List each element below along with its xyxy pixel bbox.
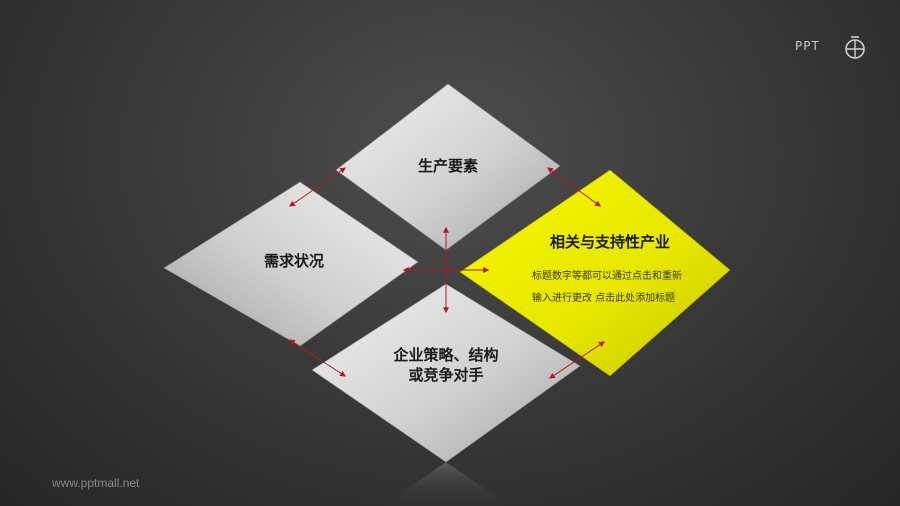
pptmall-logo: PPT [795,34,875,62]
diamond-left-label: 需求状况 [263,252,324,270]
diamond-top-label: 生产要素 [417,157,478,175]
arrow-top-left [289,167,346,207]
diamond-bottom-label-line2: 或竞争对手 [408,366,484,384]
center-cross-arrows [402,226,490,314]
arrow-bottom-left [288,339,347,377]
diamond-right-desc-line2: 输入进行更改 点击此处添加标题 [532,293,676,304]
bottom-diamond-reflection [382,462,510,506]
diamond-bottom [311,283,581,463]
logo-text: PPT [795,39,820,53]
arrow-top-right [547,167,601,207]
footer-website: www.pptmall.net [52,476,140,490]
diamond-right-highlight [459,169,731,377]
diamond-right-desc-line1: 标题数字等都可以通过点击和重新 [532,271,682,282]
pptmall-logo-icon [845,36,865,59]
diamond-right-label: 相关与支持性产业 [549,233,670,251]
arrow-bottom-right [549,341,605,379]
diamond-bottom-label-line1: 企业策略、结构 [393,346,499,364]
